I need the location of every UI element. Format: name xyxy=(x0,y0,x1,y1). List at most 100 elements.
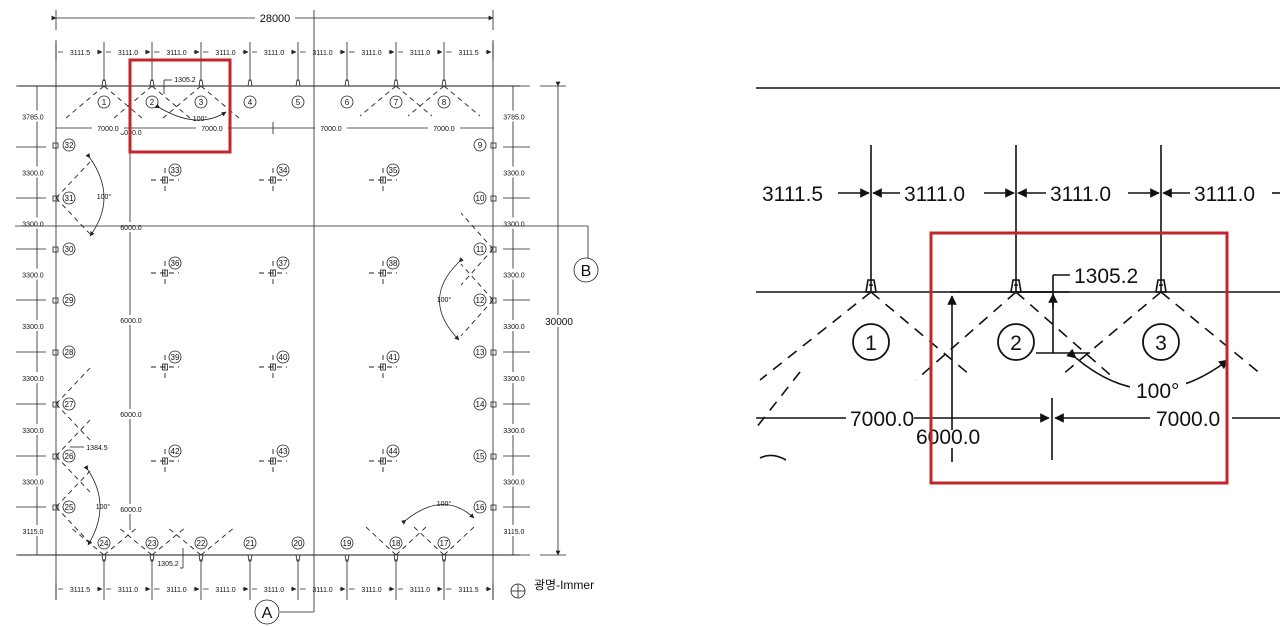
interior-nozzle-42: 42 xyxy=(171,447,180,456)
interior-nozzle-36-circle xyxy=(168,256,182,270)
spray-cone xyxy=(443,526,475,556)
interior-nozzle-37-circle xyxy=(276,256,290,270)
right-nozzle-15: 15 xyxy=(476,452,485,461)
interior-nozzle-head xyxy=(270,363,276,371)
bottom-nozzle-19: 19 xyxy=(343,539,352,548)
bottom-nozzle-head xyxy=(295,554,301,562)
right-nozzle-13: 13 xyxy=(476,348,485,357)
angle-label-right: 100° xyxy=(437,296,452,304)
left-spacing-bg xyxy=(18,372,48,383)
right-nozzle-12-circle xyxy=(473,293,487,307)
top-spacing-bg xyxy=(403,47,437,57)
interior-nozzle-34-circle xyxy=(276,163,290,177)
right-spacing-bg xyxy=(499,166,529,178)
top-nozzle-8: 8 xyxy=(442,98,447,107)
left-nozzle-26-circle xyxy=(62,449,76,463)
zoom-inner-vertical-dimension: 6000.0 xyxy=(916,291,1054,462)
left-spacing-bg xyxy=(18,525,48,536)
inner-horizontal-bg xyxy=(315,123,347,133)
top-spacing-4: 3111.0 xyxy=(215,50,235,57)
right-nozzle-15-circle xyxy=(473,449,487,463)
top-spacing-1: 3111.5 xyxy=(70,50,90,57)
interior-nozzle-head xyxy=(162,176,168,184)
zoom-nozzle-3: 3 xyxy=(1155,332,1167,355)
zoom-inner-h-left: 7000.0 xyxy=(850,408,914,431)
left-nozzle-head xyxy=(52,349,59,356)
left-nozzle-head xyxy=(52,401,59,408)
bottom-nozzle-24: 24 xyxy=(100,539,109,548)
left-spacing-bg xyxy=(18,166,48,178)
top-spacing-bg xyxy=(208,47,243,57)
bottom-nozzle-17: 17 xyxy=(440,539,449,548)
overall-width-dimension: 28000 xyxy=(51,10,494,30)
right-spacing-2: 3300.0 xyxy=(503,171,525,178)
spray-cone xyxy=(460,263,494,301)
right-spacing-bg xyxy=(499,320,529,331)
spray-cone xyxy=(200,526,236,556)
bottom-nozzle-19-circle xyxy=(340,536,354,550)
top-nozzle-7: 7 xyxy=(394,98,399,107)
bottom-nozzle-23: 23 xyxy=(148,539,157,548)
interior-nozzle-41: 41 xyxy=(389,353,398,362)
caption-text: 광명-Immer xyxy=(534,578,594,592)
left-nozzle-head xyxy=(52,297,59,304)
zoom-nozzle-1: 1 xyxy=(865,332,877,355)
spray-cone xyxy=(413,526,445,556)
interior-nozzle-head xyxy=(270,269,276,277)
inner-horizontal-3: 7000.0 xyxy=(320,126,342,133)
left-nozzle-head xyxy=(52,504,59,511)
inner-vertical-5: 6000.0 xyxy=(120,507,142,514)
angle-label-left-lower: 100° xyxy=(96,503,111,511)
section-marker-b: B xyxy=(15,225,599,283)
top-nozzle-1-circle xyxy=(97,95,111,109)
right-nozzle-13-circle xyxy=(473,345,487,359)
bottom-nozzle-head xyxy=(393,554,399,562)
spray-cone xyxy=(55,403,91,441)
spray-cone xyxy=(55,506,91,544)
bottom-spacing-bg xyxy=(208,584,243,594)
right-spacing-7: 3300.0 xyxy=(503,428,525,435)
top-nozzle-5-circle xyxy=(291,95,305,109)
highlight-box-zoom xyxy=(929,231,1229,485)
bottom-spacing-bg xyxy=(354,584,389,594)
bottom-nozzle-22: 22 xyxy=(197,539,206,548)
top-spacing-6: 3111.0 xyxy=(312,50,332,57)
logo-caption: 광명-Immer xyxy=(510,578,594,599)
spray-cone xyxy=(460,299,494,337)
spray-cone xyxy=(365,526,397,556)
top-spacing-8: 3111.0 xyxy=(410,50,430,57)
bottom-nozzle-head xyxy=(247,554,253,562)
spray-cone xyxy=(103,526,139,556)
interior-nozzle-head xyxy=(270,176,276,184)
inner-vertical-2: 6000.0 xyxy=(120,225,142,232)
right-spacing-6: 3300.0 xyxy=(503,376,525,383)
right-nozzle-10: 10 xyxy=(476,194,485,203)
top-nozzle-4-circle xyxy=(243,95,257,109)
inner-horizontal-bg xyxy=(428,123,460,133)
svg-text:A: A xyxy=(262,605,273,622)
section-marker-a: A xyxy=(254,10,315,625)
inner-vertical-bg xyxy=(116,504,146,514)
interior-nozzle-head xyxy=(380,457,386,465)
zoom-nozzle-2: 2 xyxy=(1010,332,1022,355)
bottom-spacing-2: 3111.0 xyxy=(118,587,138,594)
right-nozzle-12: 12 xyxy=(476,296,485,305)
left-nozzle-29-circle xyxy=(62,293,76,307)
interior-nozzle-42-circle xyxy=(168,444,182,458)
left-nozzle-30-circle xyxy=(62,242,76,256)
bottom-spacing-bg xyxy=(159,584,194,594)
right-nozzle-10-circle xyxy=(473,191,487,205)
inner-vertical-bg xyxy=(116,409,146,419)
bottom-spacing-7: 3111.0 xyxy=(361,587,381,594)
inner-horizontal-bg xyxy=(92,123,124,133)
spray-cone xyxy=(166,526,202,556)
spray-cone xyxy=(407,85,445,117)
inner-vertical-bg xyxy=(116,222,146,232)
top-spacing-bg xyxy=(63,47,97,57)
top-nozzle-head xyxy=(344,79,350,87)
zoom-spacing-4: 3111.0 xyxy=(1194,183,1255,206)
left-nozzle-32: 32 xyxy=(65,141,74,150)
zoom-inner-horizontal-dimension: 7000.0 7000.0 xyxy=(756,398,1280,460)
top-nozzle-3: 3 xyxy=(199,98,204,107)
zoom-angle-label: 100° xyxy=(1136,380,1179,403)
